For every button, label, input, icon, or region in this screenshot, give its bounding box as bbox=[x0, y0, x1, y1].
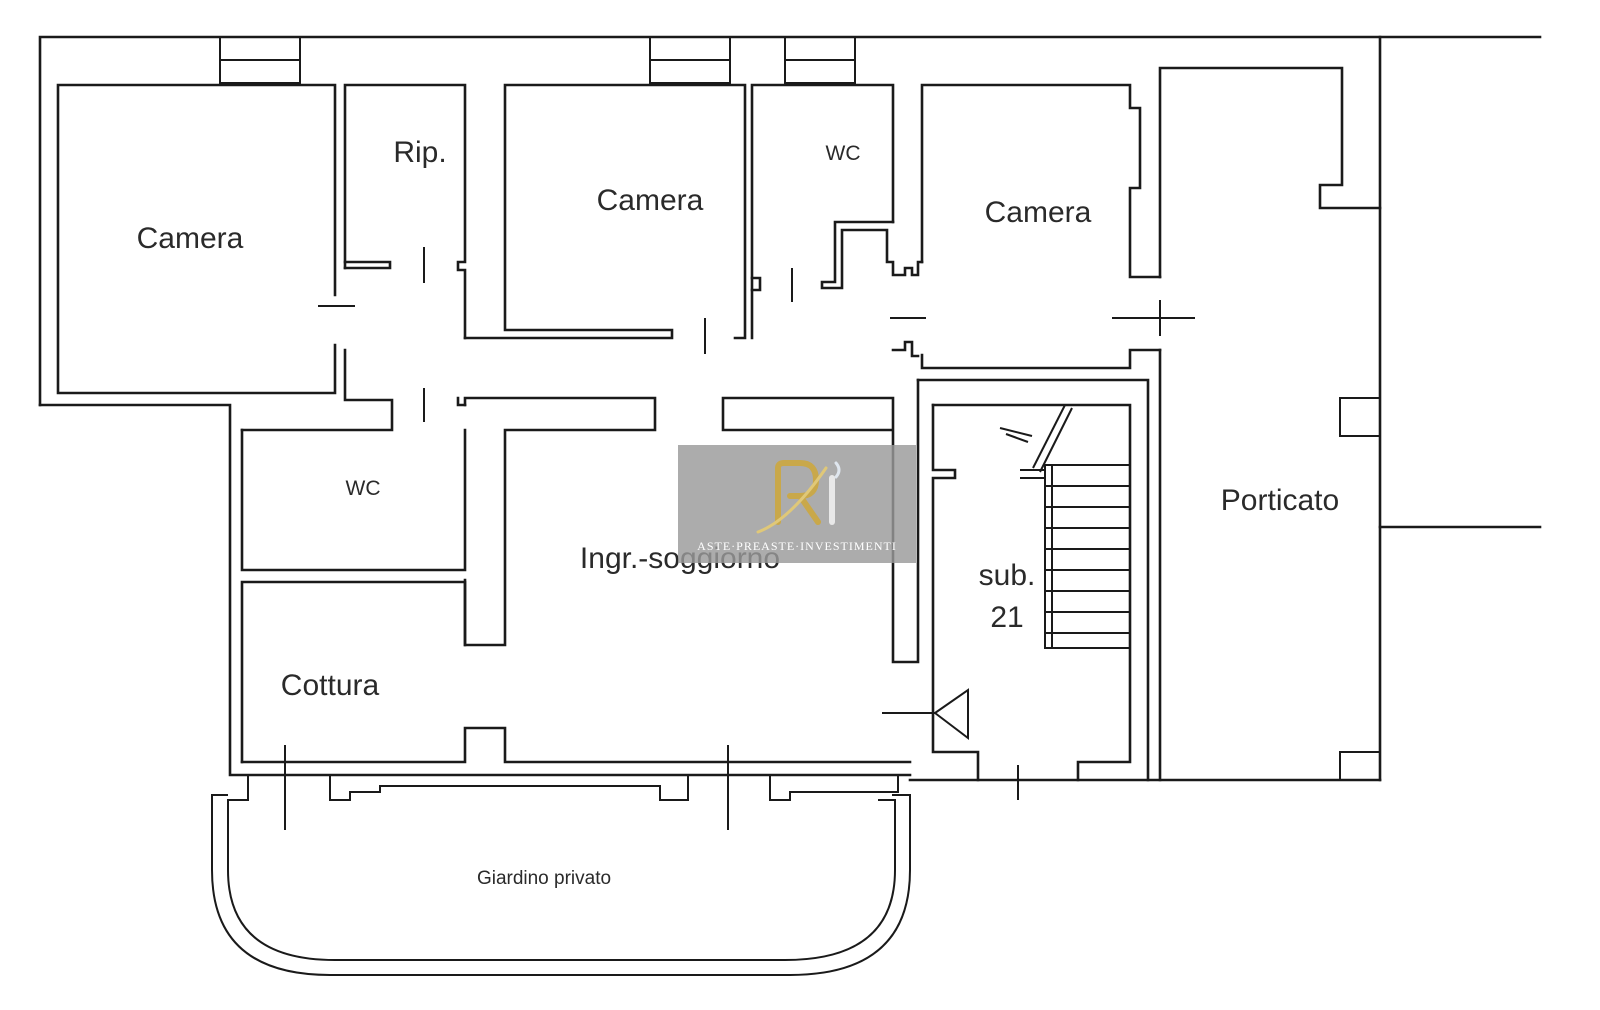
outer-walls bbox=[38, 35, 1542, 782]
label-porticato: Porticato bbox=[1221, 484, 1339, 517]
room-camera-left-walls bbox=[56, 83, 355, 395]
room-camera-right-walls bbox=[890, 83, 1195, 370]
room-cottura-walls bbox=[240, 580, 912, 764]
garden-outline bbox=[211, 794, 911, 976]
label-giardino: Giardino privato bbox=[477, 868, 611, 889]
watermark-monogram-icon bbox=[756, 460, 841, 534]
label-sub-line1: sub. bbox=[979, 559, 1036, 592]
label-camera-right: Camera bbox=[985, 196, 1092, 229]
staircase bbox=[999, 404, 1131, 649]
label-camera-left: Camera bbox=[137, 222, 244, 255]
watermark-tagline: ASTE·PREASTE·INVESTIMENTI bbox=[697, 539, 897, 553]
label-ripostiglio: Rip. bbox=[393, 136, 446, 169]
bottom-wall-windows bbox=[230, 745, 899, 830]
label-wc-left: WC bbox=[346, 477, 381, 500]
room-porticato-walls bbox=[1158, 66, 1382, 782]
door-swing-symbol bbox=[882, 688, 969, 741]
label-wc-top: WC bbox=[826, 142, 861, 165]
corridor-walls bbox=[240, 348, 657, 647]
room-wc-top-walls bbox=[750, 83, 924, 340]
watermark-logo: ASTE·PREASTE·INVESTIMENTI bbox=[678, 445, 916, 563]
top-windows bbox=[219, 36, 856, 84]
room-camera-center-walls bbox=[463, 83, 747, 354]
label-camera-center: Camera bbox=[597, 184, 704, 217]
label-cottura: Cottura bbox=[281, 669, 380, 702]
label-sub-line2: 21 bbox=[990, 601, 1023, 634]
room-ripostiglio-walls bbox=[343, 83, 467, 340]
room-wc-left-walls bbox=[240, 428, 467, 572]
